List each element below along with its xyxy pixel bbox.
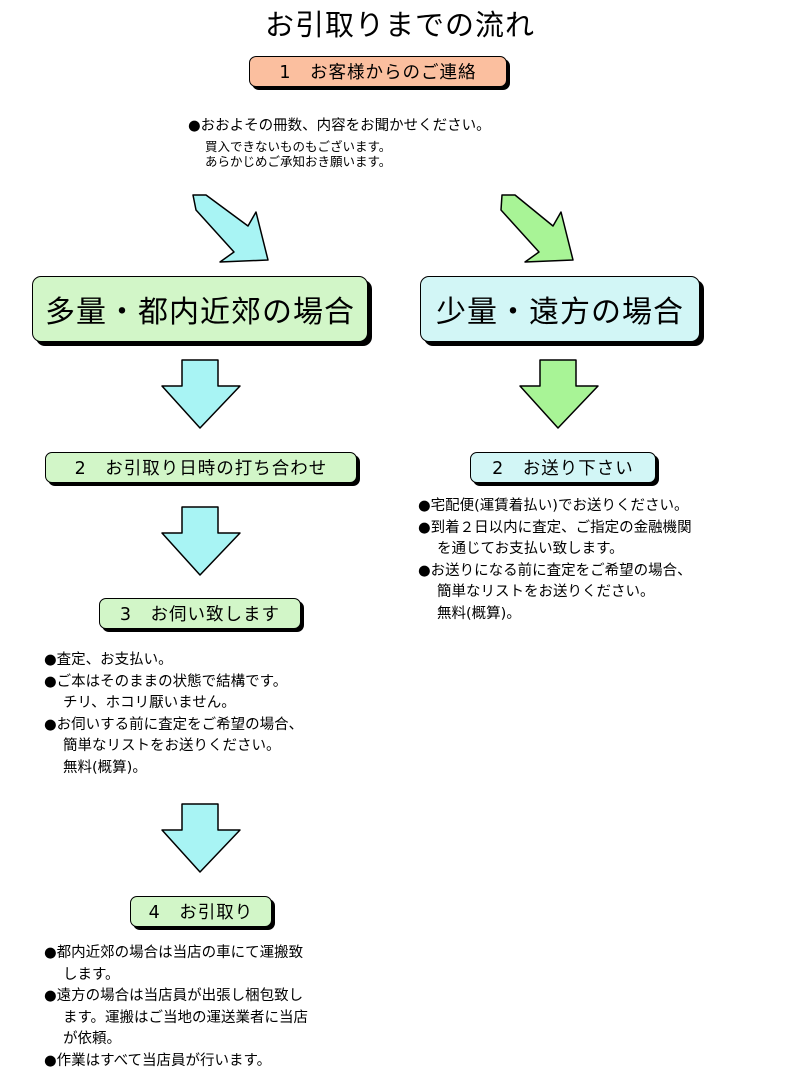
right-info-line: ●到着２日以内に査定、ご指定の金融機関 [418, 519, 692, 536]
step4-info-text: ●都内近郊の場合は当店の車にて運搬致 します。 ●遠方の場合は当店員が出張し梱包… [44, 943, 308, 1072]
diagonal-arrow-right [500, 194, 574, 263]
left-heading-box: 多量・都内近郊の場合 [32, 276, 368, 342]
left-step2-label: 2 お引取り日時の打ち合わせ [74, 459, 328, 479]
right-info-line: 簡単なリストをお送りください。 [437, 584, 655, 600]
right-heading: 少量・遠方の場合 [436, 295, 684, 330]
step4-info-line: が依頼。 [63, 1031, 121, 1047]
right-info-line: 無料(概算)。 [437, 605, 521, 622]
step3-info-line: ●査定、お支払い。 [44, 652, 173, 668]
right-info-text: ●宅配便(運賃着払い)でお送りください。 ●到着２日以内に査定、ご指定の金融機関… [418, 496, 692, 625]
step4-info-line: ●都内近郊の場合は当店の車にて運搬致 [44, 945, 304, 961]
left-step4-box: 4 お引取り [130, 896, 272, 927]
step4-info-line: ●作業はすべて当店員が行います。 [44, 1052, 272, 1069]
step3-info-text: ●査定、お支払い。 ●ご本はそのままの状態で結構です。 チリ、ホコリ厭いません。… [44, 650, 303, 779]
left-step2-box: 2 お引取り日時の打ち合わせ [45, 452, 357, 483]
step3-info-line: ●ご本はそのままの状態で結構です。 [44, 673, 288, 690]
left-step3-box: 3 お伺い致します [99, 598, 301, 629]
step1-box: 1 お客様からのご連絡 [249, 56, 507, 87]
step1-note-1: 買入できないものもございます。 [205, 139, 392, 154]
right-step2-box: 2 お送り下さい [470, 452, 656, 483]
left-step3-label: 3 お伺い致します [119, 605, 281, 625]
page-title: お引取りまでの流れ [264, 8, 535, 42]
down-arrow-left-1 [161, 359, 241, 429]
step4-info-line: します。 [63, 966, 120, 983]
step1-main-text: ●おおよその冊数、内容をお聞かせください。 [188, 118, 491, 134]
step3-info-line: チリ、ホコリ厭いません。 [63, 695, 236, 711]
step3-info-line: 簡単なリストをお送りください。 [63, 738, 281, 754]
right-heading-box: 少量・遠方の場合 [420, 276, 700, 342]
right-info-line: を通じてお支払い致します。 [437, 541, 624, 557]
step4-info-line: ます。運搬はご当地の運送業者に当店 [63, 1009, 309, 1026]
down-arrow-right-1 [519, 359, 599, 429]
down-arrow-left-3 [161, 803, 241, 873]
right-info-line: ●宅配便(運賃着払い)でお送りください。 [418, 498, 689, 514]
step4-info-line: ●遠方の場合は当店員が出張し梱包致し [44, 988, 304, 1004]
step3-info-line: ●お伺いする前に査定をご希望の場合、 [44, 716, 304, 733]
step1-label: 1 お客様からのご連絡 [279, 63, 477, 83]
step1-note-2: あらかじめご承知おき願います。 [205, 154, 392, 169]
diagonal-arrow-left [192, 194, 269, 263]
right-info-line: ●お送りになる前に査定をご希望の場合、 [418, 562, 692, 579]
down-arrow-left-2 [161, 506, 241, 576]
left-heading: 多量・都内近郊の場合 [45, 295, 355, 330]
left-step4-label: 4 お引取り [148, 903, 254, 923]
step3-info-line: 無料(概算)。 [63, 759, 147, 776]
right-step2-label: 2 お送り下さい [492, 459, 634, 479]
